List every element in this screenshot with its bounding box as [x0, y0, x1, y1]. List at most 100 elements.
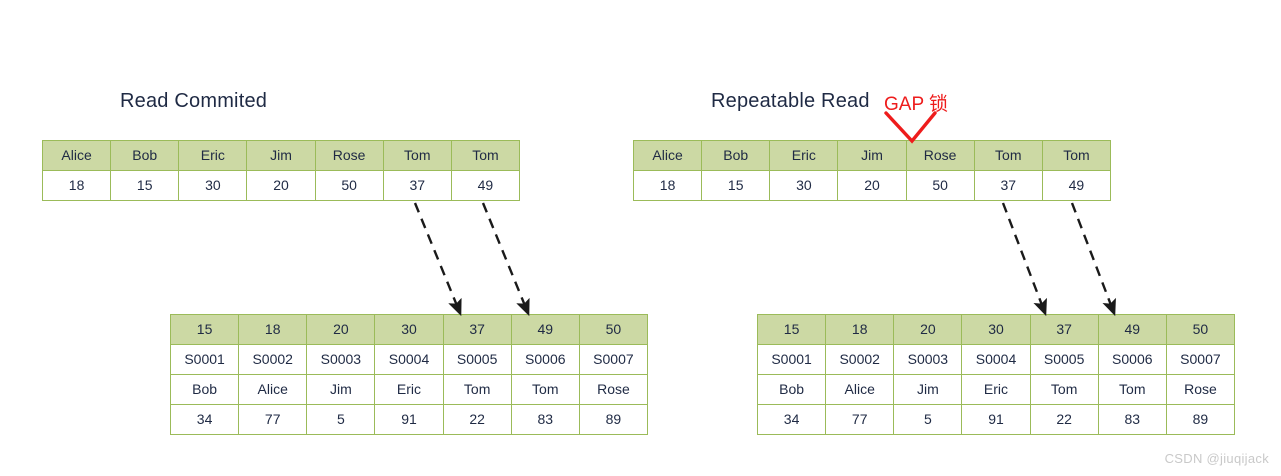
- table-header-cell: Tom: [973, 140, 1043, 171]
- table-header-cell: 49: [1097, 314, 1167, 345]
- table-cell: Eric: [374, 374, 444, 405]
- table-row: Bob Alice Jim Eric Tom Tom Rose: [756, 374, 1236, 405]
- read-committed-index-table: Alice Bob Eric Jim Rose Tom Tom 18 15 30…: [41, 140, 521, 201]
- table-cell: 20: [837, 170, 907, 201]
- table-cell: 15: [110, 170, 180, 201]
- table-cell: S0006: [510, 344, 580, 375]
- repeatable-read-title: Repeatable Read: [711, 90, 870, 112]
- table-cell: 22: [1029, 404, 1099, 435]
- table-header-cell: Tom: [1041, 140, 1112, 171]
- table-cell: 49: [1041, 170, 1112, 201]
- table-header-cell: Eric: [178, 140, 248, 171]
- table-cell: 37: [382, 170, 452, 201]
- table-row: 34 77 5 91 22 83 89: [169, 404, 649, 435]
- read-committed-data-table: 15 18 20 30 37 49 50 S0001 S0002 S0003 S…: [169, 314, 649, 435]
- table-cell: Jim: [893, 374, 963, 405]
- read-committed-title: Read Commited: [120, 90, 268, 112]
- gap-lock-pointer-icon: [884, 111, 937, 144]
- table-header-cell: Alice: [632, 140, 703, 171]
- arrow-tom-37-left: [413, 202, 462, 317]
- table-cell: Alice: [238, 374, 308, 405]
- table-header-cell: 30: [374, 314, 444, 345]
- table-header-cell: 49: [510, 314, 580, 345]
- table-cell: 50: [314, 170, 384, 201]
- table-cell: S0003: [306, 344, 376, 375]
- table-header-cell: Bob: [701, 140, 771, 171]
- table-cell: Rose: [1165, 374, 1236, 405]
- table-header-cell: 50: [1165, 314, 1236, 345]
- table-cell: 91: [961, 404, 1031, 435]
- table-cell: S0002: [238, 344, 308, 375]
- table-cell: 49: [450, 170, 521, 201]
- table-cell: 22: [442, 404, 512, 435]
- table-header-cell: 20: [893, 314, 963, 345]
- table-header-cell: Bob: [110, 140, 180, 171]
- gap-lock-label: GAP 锁: [884, 94, 949, 115]
- table-cell: S0002: [825, 344, 895, 375]
- table-header-cell: Alice: [41, 140, 112, 171]
- table-cell: S0006: [1097, 344, 1167, 375]
- table-cell: S0001: [169, 344, 240, 375]
- table-header-cell: 37: [1029, 314, 1099, 345]
- table-header-row: Alice Bob Eric Jim Rose Tom Tom: [41, 140, 521, 171]
- table-cell: S0005: [442, 344, 512, 375]
- table-cell: 5: [893, 404, 963, 435]
- arrow-tom-49-left: [481, 202, 530, 317]
- table-header-cell: 20: [306, 314, 376, 345]
- table-cell: S0007: [1165, 344, 1236, 375]
- table-header-cell: 50: [578, 314, 649, 345]
- table-cell: 37: [973, 170, 1043, 201]
- table-cell: S0001: [756, 344, 827, 375]
- table-cell: S0004: [961, 344, 1031, 375]
- arrow-tom-37-right: [1001, 202, 1047, 317]
- table-cell: Rose: [578, 374, 649, 405]
- table-row: 18 15 30 20 50 37 49: [41, 170, 521, 201]
- table-header-cell: 15: [756, 314, 827, 345]
- table-cell: Eric: [961, 374, 1031, 405]
- table-cell: 20: [246, 170, 316, 201]
- table-cell: Bob: [756, 374, 827, 405]
- table-cell: S0007: [578, 344, 649, 375]
- table-header-cell: Jim: [837, 140, 907, 171]
- table-row: S0001 S0002 S0003 S0004 S0005 S0006 S000…: [756, 344, 1236, 375]
- table-row: Bob Alice Jim Eric Tom Tom Rose: [169, 374, 649, 405]
- table-header-cell: 37: [442, 314, 512, 345]
- table-cell: S0004: [374, 344, 444, 375]
- table-header-row: 15 18 20 30 37 49 50: [756, 314, 1236, 345]
- table-cell: 83: [510, 404, 580, 435]
- read-committed-mapping-arrows: [413, 202, 530, 317]
- repeatable-read-index-table: Alice Bob Eric Jim Rose Tom Tom 18 15 30…: [632, 140, 1112, 201]
- table-row: S0001 S0002 S0003 S0004 S0005 S0006 S000…: [169, 344, 649, 375]
- table-cell: Jim: [306, 374, 376, 405]
- table-cell: S0005: [1029, 344, 1099, 375]
- table-cell: 83: [1097, 404, 1167, 435]
- table-cell: 5: [306, 404, 376, 435]
- table-cell: Alice: [825, 374, 895, 405]
- table-header-cell: 18: [238, 314, 308, 345]
- table-cell: Tom: [1097, 374, 1167, 405]
- table-cell: 77: [238, 404, 308, 435]
- repeatable-read-data-table: 15 18 20 30 37 49 50 S0001 S0002 S0003 S…: [756, 314, 1236, 435]
- table-header-cell: 15: [169, 314, 240, 345]
- table-cell: 18: [632, 170, 703, 201]
- table-cell: Tom: [1029, 374, 1099, 405]
- repeatable-read-mapping-arrows: [1001, 202, 1116, 317]
- table-header-row: Alice Bob Eric Jim Rose Tom Tom: [632, 140, 1112, 171]
- table-header-cell: Eric: [769, 140, 839, 171]
- table-header-cell: Tom: [382, 140, 452, 171]
- table-cell: S0003: [893, 344, 963, 375]
- table-header-row: 15 18 20 30 37 49 50: [169, 314, 649, 345]
- table-cell: 91: [374, 404, 444, 435]
- table-cell: 34: [169, 404, 240, 435]
- arrow-tom-49-right: [1070, 202, 1116, 317]
- table-cell: 30: [178, 170, 248, 201]
- table-cell: Tom: [510, 374, 580, 405]
- table-header-cell: Tom: [450, 140, 521, 171]
- table-header-cell: 18: [825, 314, 895, 345]
- table-row: 34 77 5 91 22 83 89: [756, 404, 1236, 435]
- table-cell: Tom: [442, 374, 512, 405]
- table-cell: 77: [825, 404, 895, 435]
- table-cell: 30: [769, 170, 839, 201]
- table-header-cell: Rose: [905, 140, 975, 171]
